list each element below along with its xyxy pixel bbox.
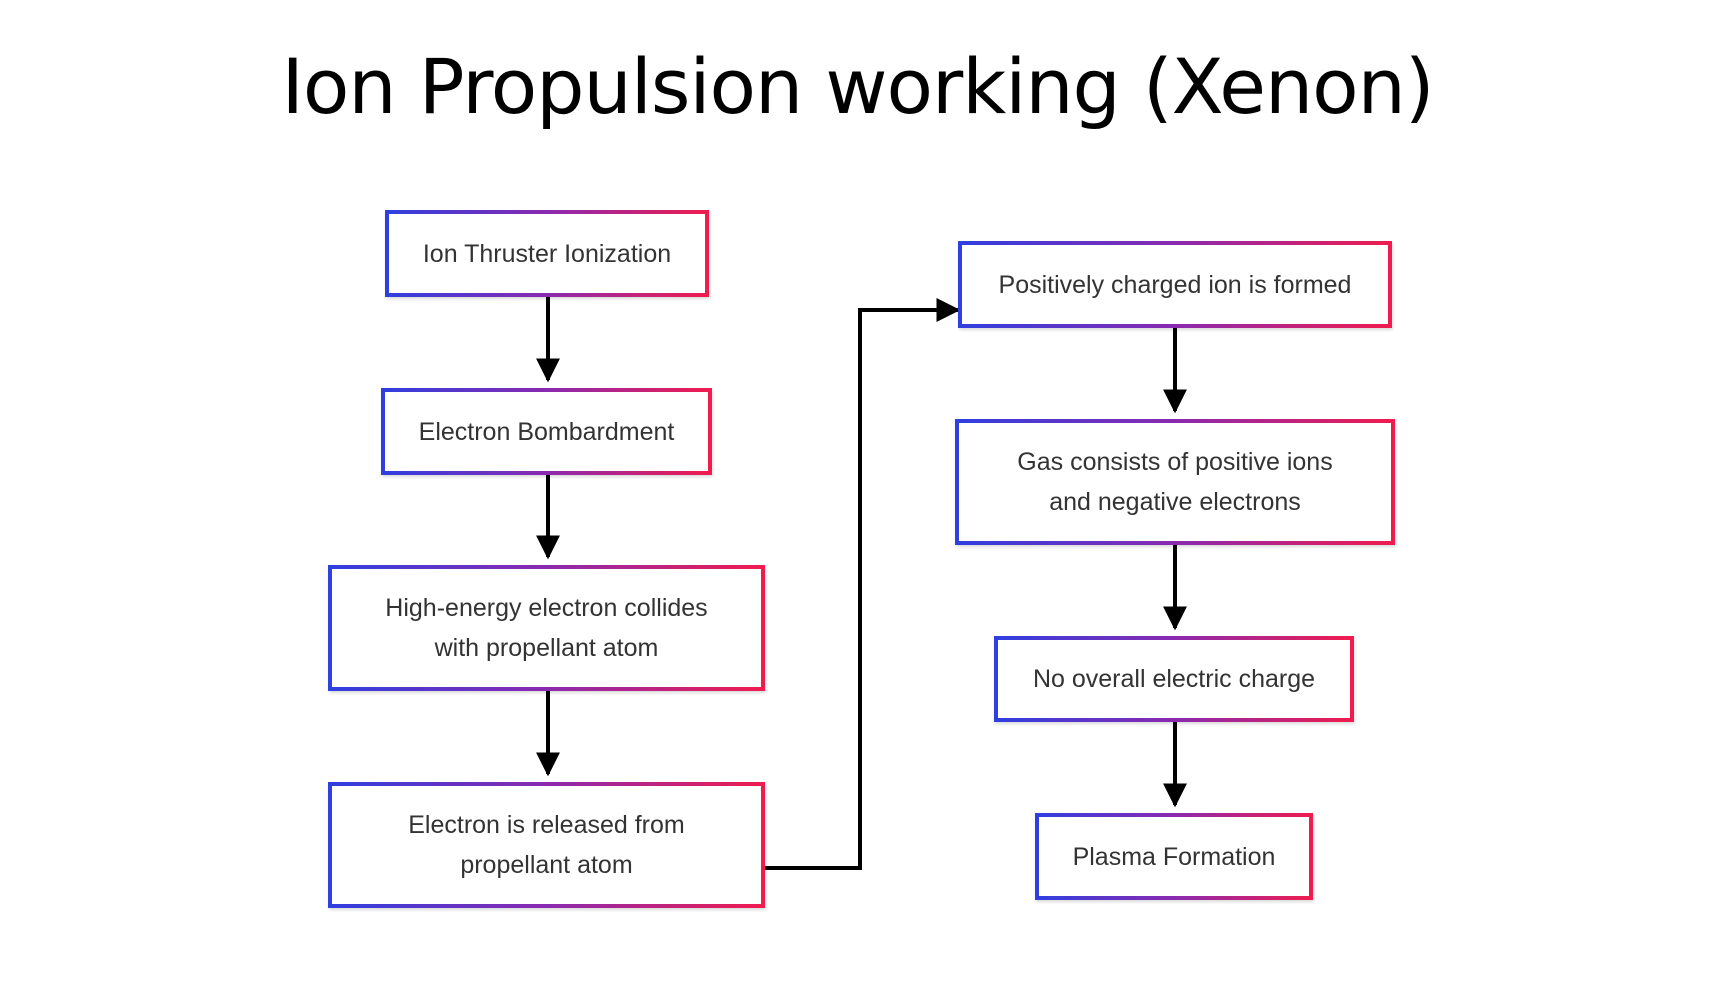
step-label: Ion Thruster Ionization xyxy=(422,239,672,268)
step-label: No overall electric charge xyxy=(1032,665,1316,693)
step-no-electric-charge: No overall electric charge xyxy=(994,636,1354,722)
step-label: Gas consists of positive ions and negati… xyxy=(1017,448,1333,516)
step-label: Positively charged ion is formed xyxy=(998,270,1352,299)
step-label: Electron is released from propellant ato… xyxy=(408,811,685,879)
step-ion-thruster-ionization: Ion Thruster Ionization xyxy=(385,210,709,297)
step-gas-composition: Gas consists of positive ions and negati… xyxy=(955,419,1395,545)
step-electron-bombardment: Electron Bombardment xyxy=(381,388,712,475)
arrow-release-to-positive-ion xyxy=(763,298,961,870)
step-electron-released: Electron is released from propellant ato… xyxy=(328,782,765,908)
step-plasma-formation: Plasma Formation xyxy=(1035,813,1313,900)
diagram-title: Ion Propulsion working (Xenon) xyxy=(281,42,1434,131)
step-label: High-energy electron collides with prope… xyxy=(385,594,708,662)
step-positive-ion-formed: Positively charged ion is formed xyxy=(958,241,1392,328)
step-electron-collision: High-energy electron collides with prope… xyxy=(328,565,765,691)
step-label: Plasma Formation xyxy=(1072,842,1276,871)
step-label: Electron Bombardment xyxy=(418,417,675,446)
